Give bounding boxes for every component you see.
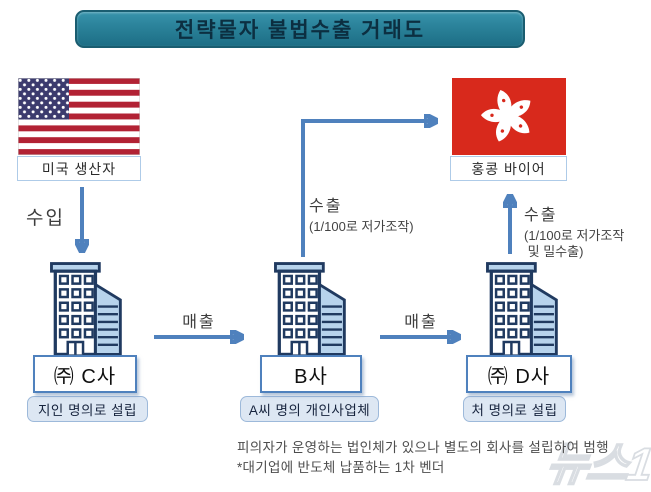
company-c-name-box: ㈜ C사 [33, 355, 137, 393]
hk-flag-icon [452, 78, 566, 155]
footnote: 피의자가 운영하는 법인체가 있으나 별도의 회사를 설립하여 범행 *대기업에… [237, 438, 609, 478]
export-label-text: 수출 [309, 198, 343, 215]
footnote-line-2: *대기업에 반도체 납품하는 1차 벤더 [237, 460, 445, 475]
export-label-note: (1/100로 저가조작 및 밀수출) [524, 228, 625, 259]
import-label: 수입 [26, 208, 65, 229]
footnote-line-1: 피의자가 운영하는 법인체가 있으나 별도의 회사를 설립하여 범행 [237, 440, 609, 455]
title-banner: 전략물자 불법수출 거래도 [75, 10, 525, 48]
arrow-export-b-to-hk [301, 121, 433, 257]
company-b-name-box: B사 [260, 355, 362, 393]
sales-label-b-to-d: 매출 [404, 314, 438, 331]
company-b-note-box: A씨 명의 개인사업체 [240, 396, 379, 422]
us-flag-icon [18, 78, 140, 155]
company-c-note-box: 지인 명의로 설립 [27, 396, 148, 422]
hk-buyer-label: 홍콩 바이어 [450, 156, 567, 181]
export-label-text: 수출 [524, 207, 558, 224]
export-label-b-to-hk: 수출 (1/100로 저가조작) [309, 192, 414, 235]
sales-label-c-to-b: 매출 [182, 314, 216, 331]
export-label-d-to-hk: 수출 (1/100로 저가조작 및 밀수출) [524, 201, 624, 260]
us-producer-label: 미국 생산자 [17, 156, 141, 181]
company-d-name-box: ㈜ D사 [466, 355, 572, 393]
building-icon-company-d [486, 262, 558, 357]
company-d-note-box: 처 명의로 설립 [463, 396, 566, 422]
export-label-note: (1/100로 저가조작) [309, 219, 414, 234]
building-icon-company-c [50, 262, 122, 357]
building-icon-company-b [274, 262, 346, 357]
